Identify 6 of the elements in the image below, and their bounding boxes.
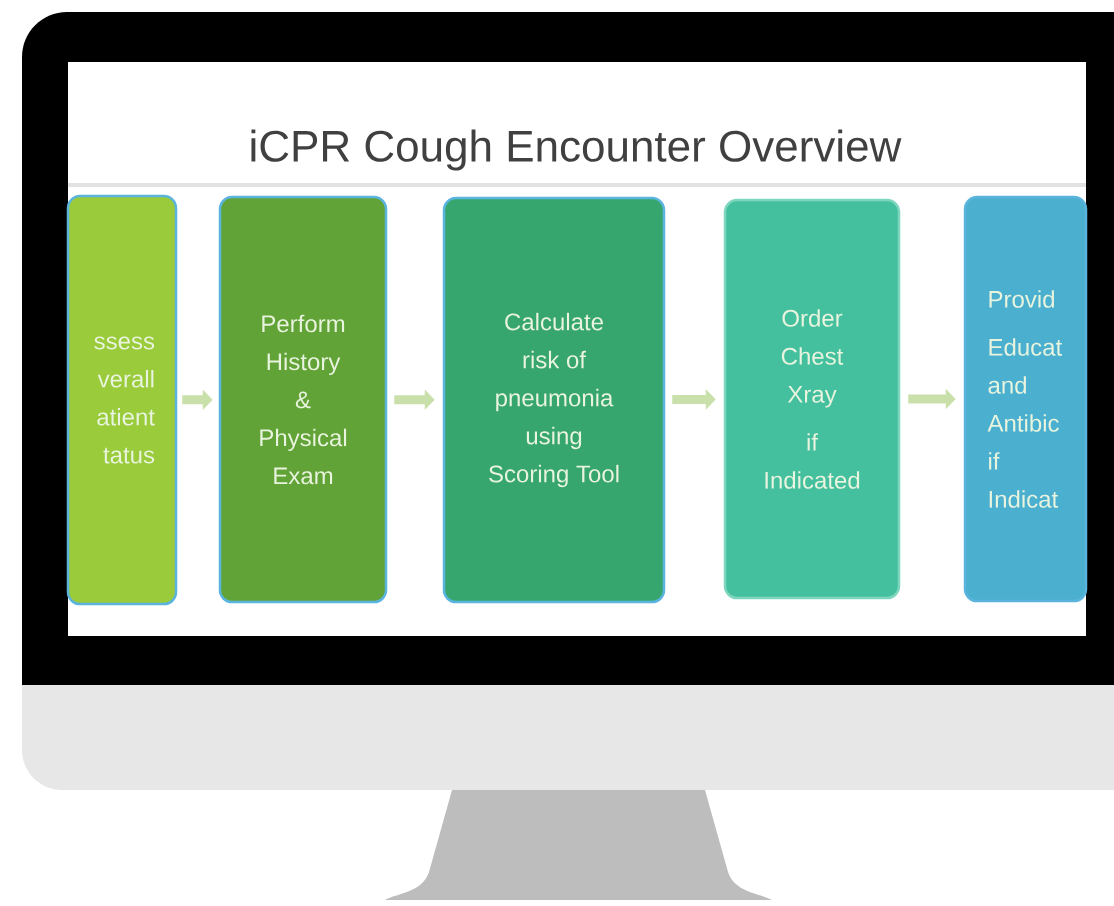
process-box: ssess verall atient tatus	[66, 194, 178, 606]
process-box: Calculate risk of pneumonia using Scoring Tool	[442, 196, 666, 604]
process-box: Order Chest Xray if Indicated	[723, 198, 901, 600]
process-box: Provid Educat and Antibic if Indicat	[963, 195, 1088, 603]
process-box: Perform History & Physical Exam	[218, 195, 388, 604]
title: iCPR Cough Encounter Overview	[251, 129, 902, 171]
